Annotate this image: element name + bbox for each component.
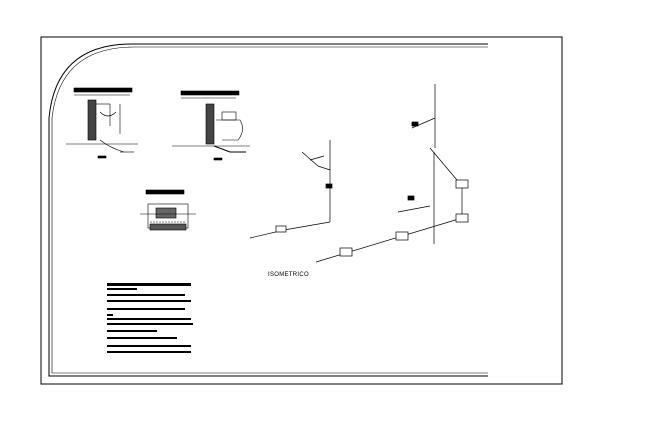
general-notes-block	[107, 283, 193, 353]
outer-frame	[40, 36, 563, 385]
inner-frame	[48, 43, 488, 377]
isometric-pipe-right	[315, 84, 469, 263]
toilet-section-detail	[172, 90, 250, 161]
trap-section-detail	[140, 189, 196, 231]
isometric-title: ISOMETRICO	[268, 272, 310, 278]
isometric-pipe-left	[249, 140, 333, 239]
lavatory-section-detail	[66, 87, 138, 159]
